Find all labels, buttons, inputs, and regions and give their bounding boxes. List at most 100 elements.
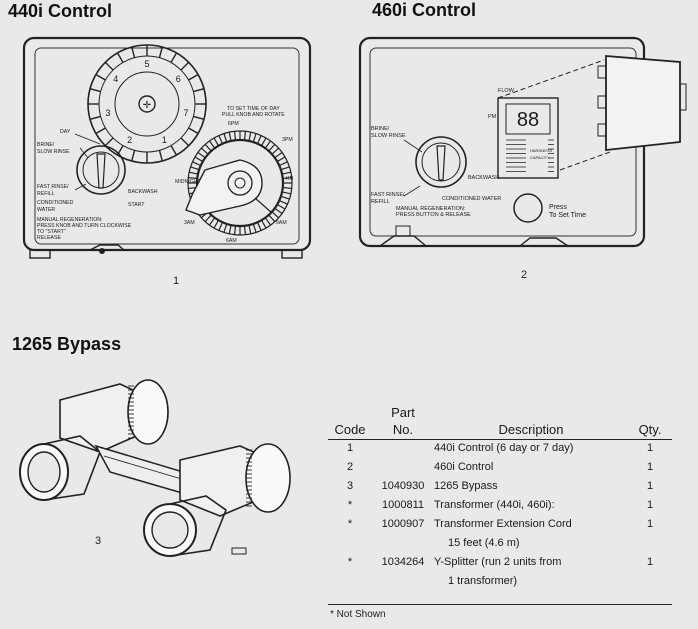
label-to-set-time: To Set Time [549,212,586,219]
svg-text:✛: ✛ [143,100,151,111]
label-conditioned-water-460: CONDITIONED WATER [442,196,501,202]
label-slow-rinse: SLOW RINSE [37,149,70,155]
cell-code: * [347,556,353,568]
heading-1265-bypass: 1265 Bypass [12,334,122,354]
heading-460i-control: 460i Control [372,0,477,20]
label-pm: PM [488,114,497,120]
cell-description: Y-Splitter (run 2 units from [434,554,628,573]
label-6am: 6AM [226,238,237,244]
cell-qty: 1 [646,556,654,568]
label-time-set: TO SET TIME OF DAY [227,106,280,112]
cell-code: 1 [346,442,354,454]
label-conditioned: CONDITIONED [37,200,74,206]
heading-440i-control: 440i Control [8,1,113,21]
table-row: * 1034264 Y-Splitter (run 2 units from 1 [328,554,672,573]
table-bottom-rule [328,604,672,605]
label-9am: 9AM [276,220,287,226]
label-manual-regen-2: PRESS KNOB AND TURN CLOCKWISE [37,223,132,229]
cell-description: 1 transformer) [434,573,628,592]
day-number: 1 [162,135,167,145]
cell-part-no [372,573,434,592]
label-brine-460: BRINE/ [371,126,390,132]
day-number: 4 [113,74,118,84]
header-no: No. [372,420,434,440]
label-fast-rinse: FAST RINSE/ [37,184,69,190]
day-wheel: ✛ 5 6 7 1 2 3 4 [87,44,207,164]
table-row: * 1000811 Transformer (440i, 460i): 1 [328,497,672,516]
label-fast-rinse-460: FAST RINSE/ [371,192,405,198]
table-row: 15 feet (4.6 m) [328,535,672,554]
label-start: START [128,202,145,208]
description-text: 1 transformer) [448,575,518,587]
cell-qty [628,573,672,592]
diagram-440i-control: ✛ 5 6 7 1 2 3 4 TO SET TIME OF DAY PULL KNOB A… [22,36,312,259]
description-text: 1265 Bypass [434,480,498,492]
label-3am: 3AM [184,220,195,226]
label-brine: BRINE/ [37,142,55,148]
cell-description: Transformer Extension Cord [434,516,628,535]
label-refill: REFILL [37,191,55,197]
cell-qty: 1 [646,442,654,454]
label-manual-regen-460-2: PRESS BUTTON & RELEASE [396,212,471,218]
cycle-knob-440i [76,145,126,195]
label-backwash: BACKWASH [128,189,158,195]
label-manual-regen-3: TO "START" [37,229,66,235]
cell-qty: 1 [646,499,654,511]
diagram-460i-control: 88 FLOW PM HARDNESS CAPACITY BRINE/ SLOW… [358,36,687,248]
description-text: 460i Control [434,461,494,473]
display-panel: 88 [497,97,559,179]
day-number: 5 [144,59,149,69]
label-water: WATER [37,207,55,213]
digital-display: 88 [517,109,539,131]
figure-number-1: 1 [173,275,180,287]
label-manual-regen-4: RELEASE [37,235,61,241]
header-part: Part [391,405,415,420]
cell-code: * [347,499,353,511]
cell-code [328,573,372,592]
cell-part-no [372,440,434,460]
label-manual-regen-460: MANUAL REGENERATION: [396,206,466,212]
day-number: 3 [105,108,110,118]
day-number: 7 [183,108,188,118]
cell-qty [628,535,672,554]
cell-code: * [347,518,353,530]
label-kn: KN [286,176,293,182]
cell-code: 2 [346,461,354,473]
cell-qty: 1 [646,480,654,492]
label-hardness: HARDNESS [530,148,553,153]
figure-number-2: 2 [521,269,528,281]
cell-part-no: 1040930 [381,480,425,492]
cell-part-no: 1034264 [381,556,425,568]
label-slow-rinse-460: SLOW RINSE [371,133,406,139]
footnote: * Not Shown [330,609,386,620]
cell-code: 3 [346,480,354,492]
label-midnight: MIDNIGHT [175,179,201,185]
cell-description: Transformer (440i, 460i): [434,497,628,516]
table-row: 1 440i Control (6 day or 7 day) 1 [328,440,672,460]
cell-description: 440i Control (6 day or 7 day) [434,440,628,460]
description-text: 440i Control (6 day or 7 day) [434,442,574,454]
label-6pm: 6PM [228,121,239,127]
label-press: Press [549,204,567,211]
cell-description: 1265 Bypass [434,478,628,497]
time-of-day-dial [185,130,293,236]
cell-description: 460i Control [434,459,628,478]
header-code: Code [328,420,372,440]
table-row: 3 1040930 1265 Bypass 1 [328,478,672,497]
figure-number-3: 3 [95,535,102,547]
day-number: 2 [127,135,132,145]
label-time-set-2: PULL KNOB AND ROTATE [222,112,285,118]
description-text: Transformer Extension Cord [434,518,572,530]
header-description: Description [434,420,628,440]
description-text: 15 feet (4.6 m) [448,537,520,549]
cell-part-no: 1000811 [381,499,424,511]
cell-part-no [372,535,434,554]
day-number: 6 [176,74,181,84]
label-backwash-460: BACKWASH [468,175,499,181]
cell-part-no [372,459,434,478]
set-time-button[interactable] [513,193,543,223]
cell-part-no: 1000907 [381,518,425,530]
diagram-1265-bypass [19,379,291,557]
